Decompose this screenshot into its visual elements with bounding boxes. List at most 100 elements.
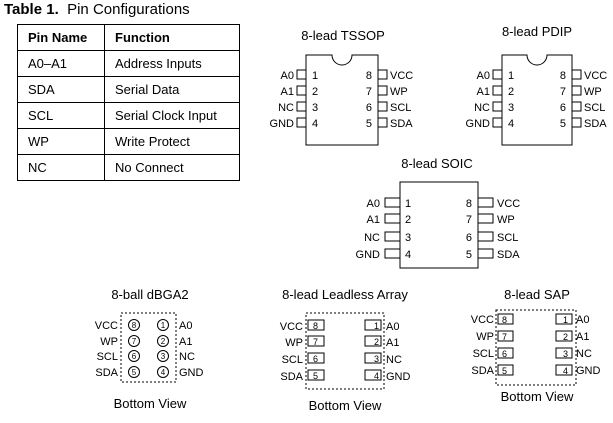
- dbga-title: 8-ball dBGA2: [111, 287, 188, 302]
- tssop-title: 8-lead TSSOP: [301, 28, 385, 43]
- pad-label: WP: [285, 337, 303, 349]
- pin-label: VCC: [390, 70, 413, 82]
- table-title: Table 1. Pin Configurations: [4, 1, 190, 18]
- ball-label: A1: [179, 336, 192, 348]
- pin-lead: [377, 101, 388, 112]
- function-cell: No Connect: [104, 154, 240, 181]
- pin-row: 7 WP: [366, 85, 408, 98]
- pin-lead: [477, 248, 494, 259]
- dbga-bottom-view-caption: Bottom View: [114, 396, 187, 411]
- pdip-right-pins: 8 VCC 7 WP 6 SCL 5 SDA: [560, 69, 607, 130]
- pad-label: NC: [386, 354, 402, 366]
- table-row: SDA Serial Data: [17, 76, 240, 103]
- pad-number: 3: [374, 354, 379, 364]
- pin-row: NC 3: [474, 101, 514, 114]
- sap-title: 8-lead SAP: [504, 287, 570, 302]
- pin-number: 2: [508, 86, 514, 98]
- pad: [497, 330, 514, 342]
- pad-row: WP 7: [285, 335, 325, 349]
- pad-label: SDA: [280, 371, 303, 383]
- pin-label: GND: [356, 249, 381, 261]
- pad: [497, 364, 514, 376]
- pad-row: 4 GND: [364, 369, 411, 383]
- pad-label: WP: [476, 331, 494, 343]
- pad-row: 3 NC: [364, 352, 402, 366]
- pin-number: 6: [560, 102, 566, 114]
- pad-label: A1: [386, 337, 399, 349]
- soic-package: 8-lead SOIC A0 1 A1 2 NC 3 GND 4: [356, 156, 520, 269]
- table-row: WP Write Protect: [17, 128, 240, 155]
- pad: [497, 347, 514, 359]
- ball-label: GND: [179, 367, 204, 379]
- pin-label: A0: [367, 198, 380, 210]
- ball-label: NC: [179, 351, 195, 363]
- ball: [157, 350, 169, 362]
- pin-label: GND: [270, 118, 295, 130]
- pad-number: 5: [502, 366, 507, 376]
- pin-label: NC: [474, 102, 490, 114]
- pad-number: 6: [502, 349, 507, 359]
- pin-number: 4: [405, 249, 411, 261]
- pin-label: A1: [367, 214, 380, 226]
- pin-lead: [492, 85, 503, 96]
- pad-label: VCC: [471, 314, 494, 326]
- ball-row: 4 GND: [157, 366, 204, 379]
- pin-configuration-table: Pin Name Function A0–A1 Address Inputs S…: [17, 24, 240, 181]
- pad-row: 4 GND: [555, 364, 601, 377]
- pin-lead: [296, 117, 307, 128]
- pad-number: 4: [374, 371, 379, 381]
- pin-lead: [377, 117, 388, 128]
- header-pin-name: Pin Name: [17, 24, 105, 51]
- ball: [128, 319, 140, 331]
- pad-label: GND: [386, 371, 411, 383]
- pin-lead: [477, 231, 494, 242]
- function-cell: Write Protect: [104, 128, 240, 155]
- pin-row: 6 SCL: [366, 101, 411, 114]
- pin-lead: [492, 117, 503, 128]
- pin-lead: [571, 117, 582, 128]
- table-title-text: Pin Configurations: [67, 1, 190, 18]
- ball-number: 4: [161, 368, 166, 377]
- pin-row: 8 VCC: [466, 197, 520, 210]
- ball-row: VCC 8: [95, 319, 140, 332]
- sap-bottom-view-caption: Bottom View: [501, 389, 574, 404]
- pad-row: 1 A0: [364, 319, 399, 333]
- pin-number: 4: [312, 118, 318, 130]
- pad: [555, 347, 573, 359]
- pin-lead: [477, 213, 494, 224]
- pin-number: 5: [466, 249, 472, 261]
- pin-lead: [571, 101, 582, 112]
- pad-row: SDA 5: [471, 364, 514, 377]
- pad: [364, 319, 382, 331]
- table-row: SCL Serial Clock Input: [17, 102, 240, 129]
- ball-label: A0: [179, 320, 192, 332]
- pin-lead: [492, 69, 503, 80]
- pad-label: SDA: [471, 365, 494, 377]
- pin-label: VCC: [497, 198, 520, 210]
- pin-label: GND: [466, 118, 491, 130]
- pad: [364, 369, 382, 381]
- leadless-package: 8-lead Leadless Array VCC 8 WP 7 SCL 6 S…: [280, 287, 411, 413]
- pin-label: WP: [497, 214, 515, 226]
- pin-number: 6: [466, 232, 472, 244]
- table-row: A0–A1 Address Inputs: [17, 50, 240, 77]
- pin-label: WP: [390, 86, 408, 98]
- pad-number: 3: [563, 349, 568, 359]
- pin-row: 7 WP: [466, 213, 515, 226]
- pin-row: 8 VCC: [366, 69, 413, 82]
- pin-row: GND 4: [270, 117, 318, 130]
- pad-row: SCL 6: [282, 352, 325, 366]
- pad-row: VCC 8: [280, 319, 325, 333]
- pad-number: 4: [563, 366, 568, 376]
- pad: [307, 319, 325, 331]
- soic-left-pins: A0 1 A1 2 NC 3 GND 4: [356, 197, 411, 261]
- ball-number: 8: [132, 321, 137, 330]
- pad-label: A0: [576, 314, 589, 326]
- pad-number: 7: [313, 337, 318, 347]
- soic-right-pins: 8 VCC 7 WP 6 SCL 5 SDA: [466, 197, 520, 261]
- pin-row: 5 SDA: [466, 248, 520, 261]
- dbga-package: 8-ball dBGA2 VCC 8 WP 7 SCL 6 SDA 5: [95, 287, 204, 411]
- ball-row: WP 7: [100, 335, 140, 348]
- pin-number: 7: [560, 86, 566, 98]
